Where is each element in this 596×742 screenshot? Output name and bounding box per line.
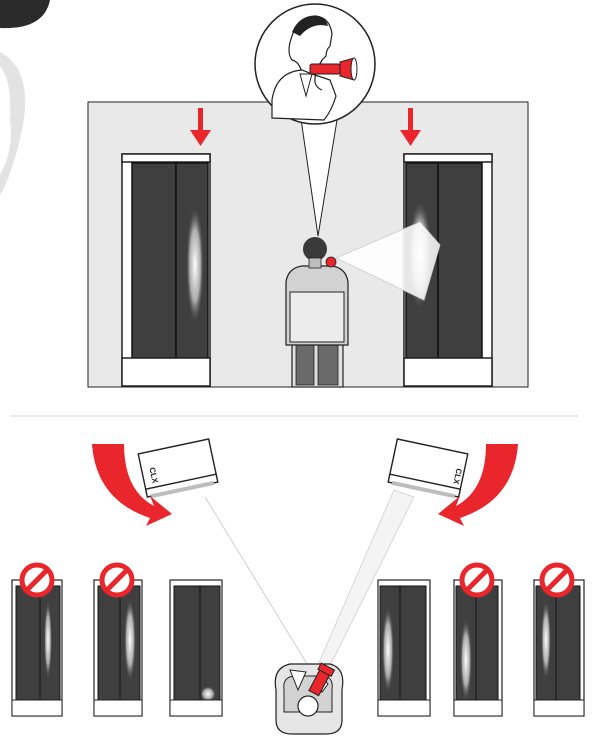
curved-arrow-icon (438, 444, 518, 526)
left-speaker-top (121, 153, 211, 387)
listener-back-view (285, 237, 349, 388)
down-arrow-icon (400, 108, 421, 146)
prohibited-icon (459, 562, 495, 598)
down-arrow-icon (190, 108, 211, 146)
speaker-logo: CLX (451, 468, 463, 486)
speaker-front-1 (11, 579, 63, 717)
flashlight-beam (335, 221, 441, 301)
corner-badge (0, 0, 50, 195)
speaker-front-4-correct (377, 579, 431, 717)
flashlight-icon (309, 57, 358, 91)
curved-arrow-icon (92, 444, 172, 526)
speaker-front-3-correct (169, 579, 223, 717)
speaker-front-5 (453, 579, 503, 717)
flashlight-icon (308, 662, 336, 697)
prohibited-icon (539, 562, 575, 598)
sight-line-left (204, 496, 313, 673)
speaker-front-2 (93, 579, 143, 717)
speaker-logo: CLX (147, 466, 159, 484)
prohibited-icon (99, 562, 135, 598)
prohibited-icon (19, 562, 55, 598)
speaker-top-view-left: CLX (137, 438, 219, 499)
speaker-front-6 (533, 579, 585, 717)
speaker-top-view-right: CLX (387, 438, 469, 499)
